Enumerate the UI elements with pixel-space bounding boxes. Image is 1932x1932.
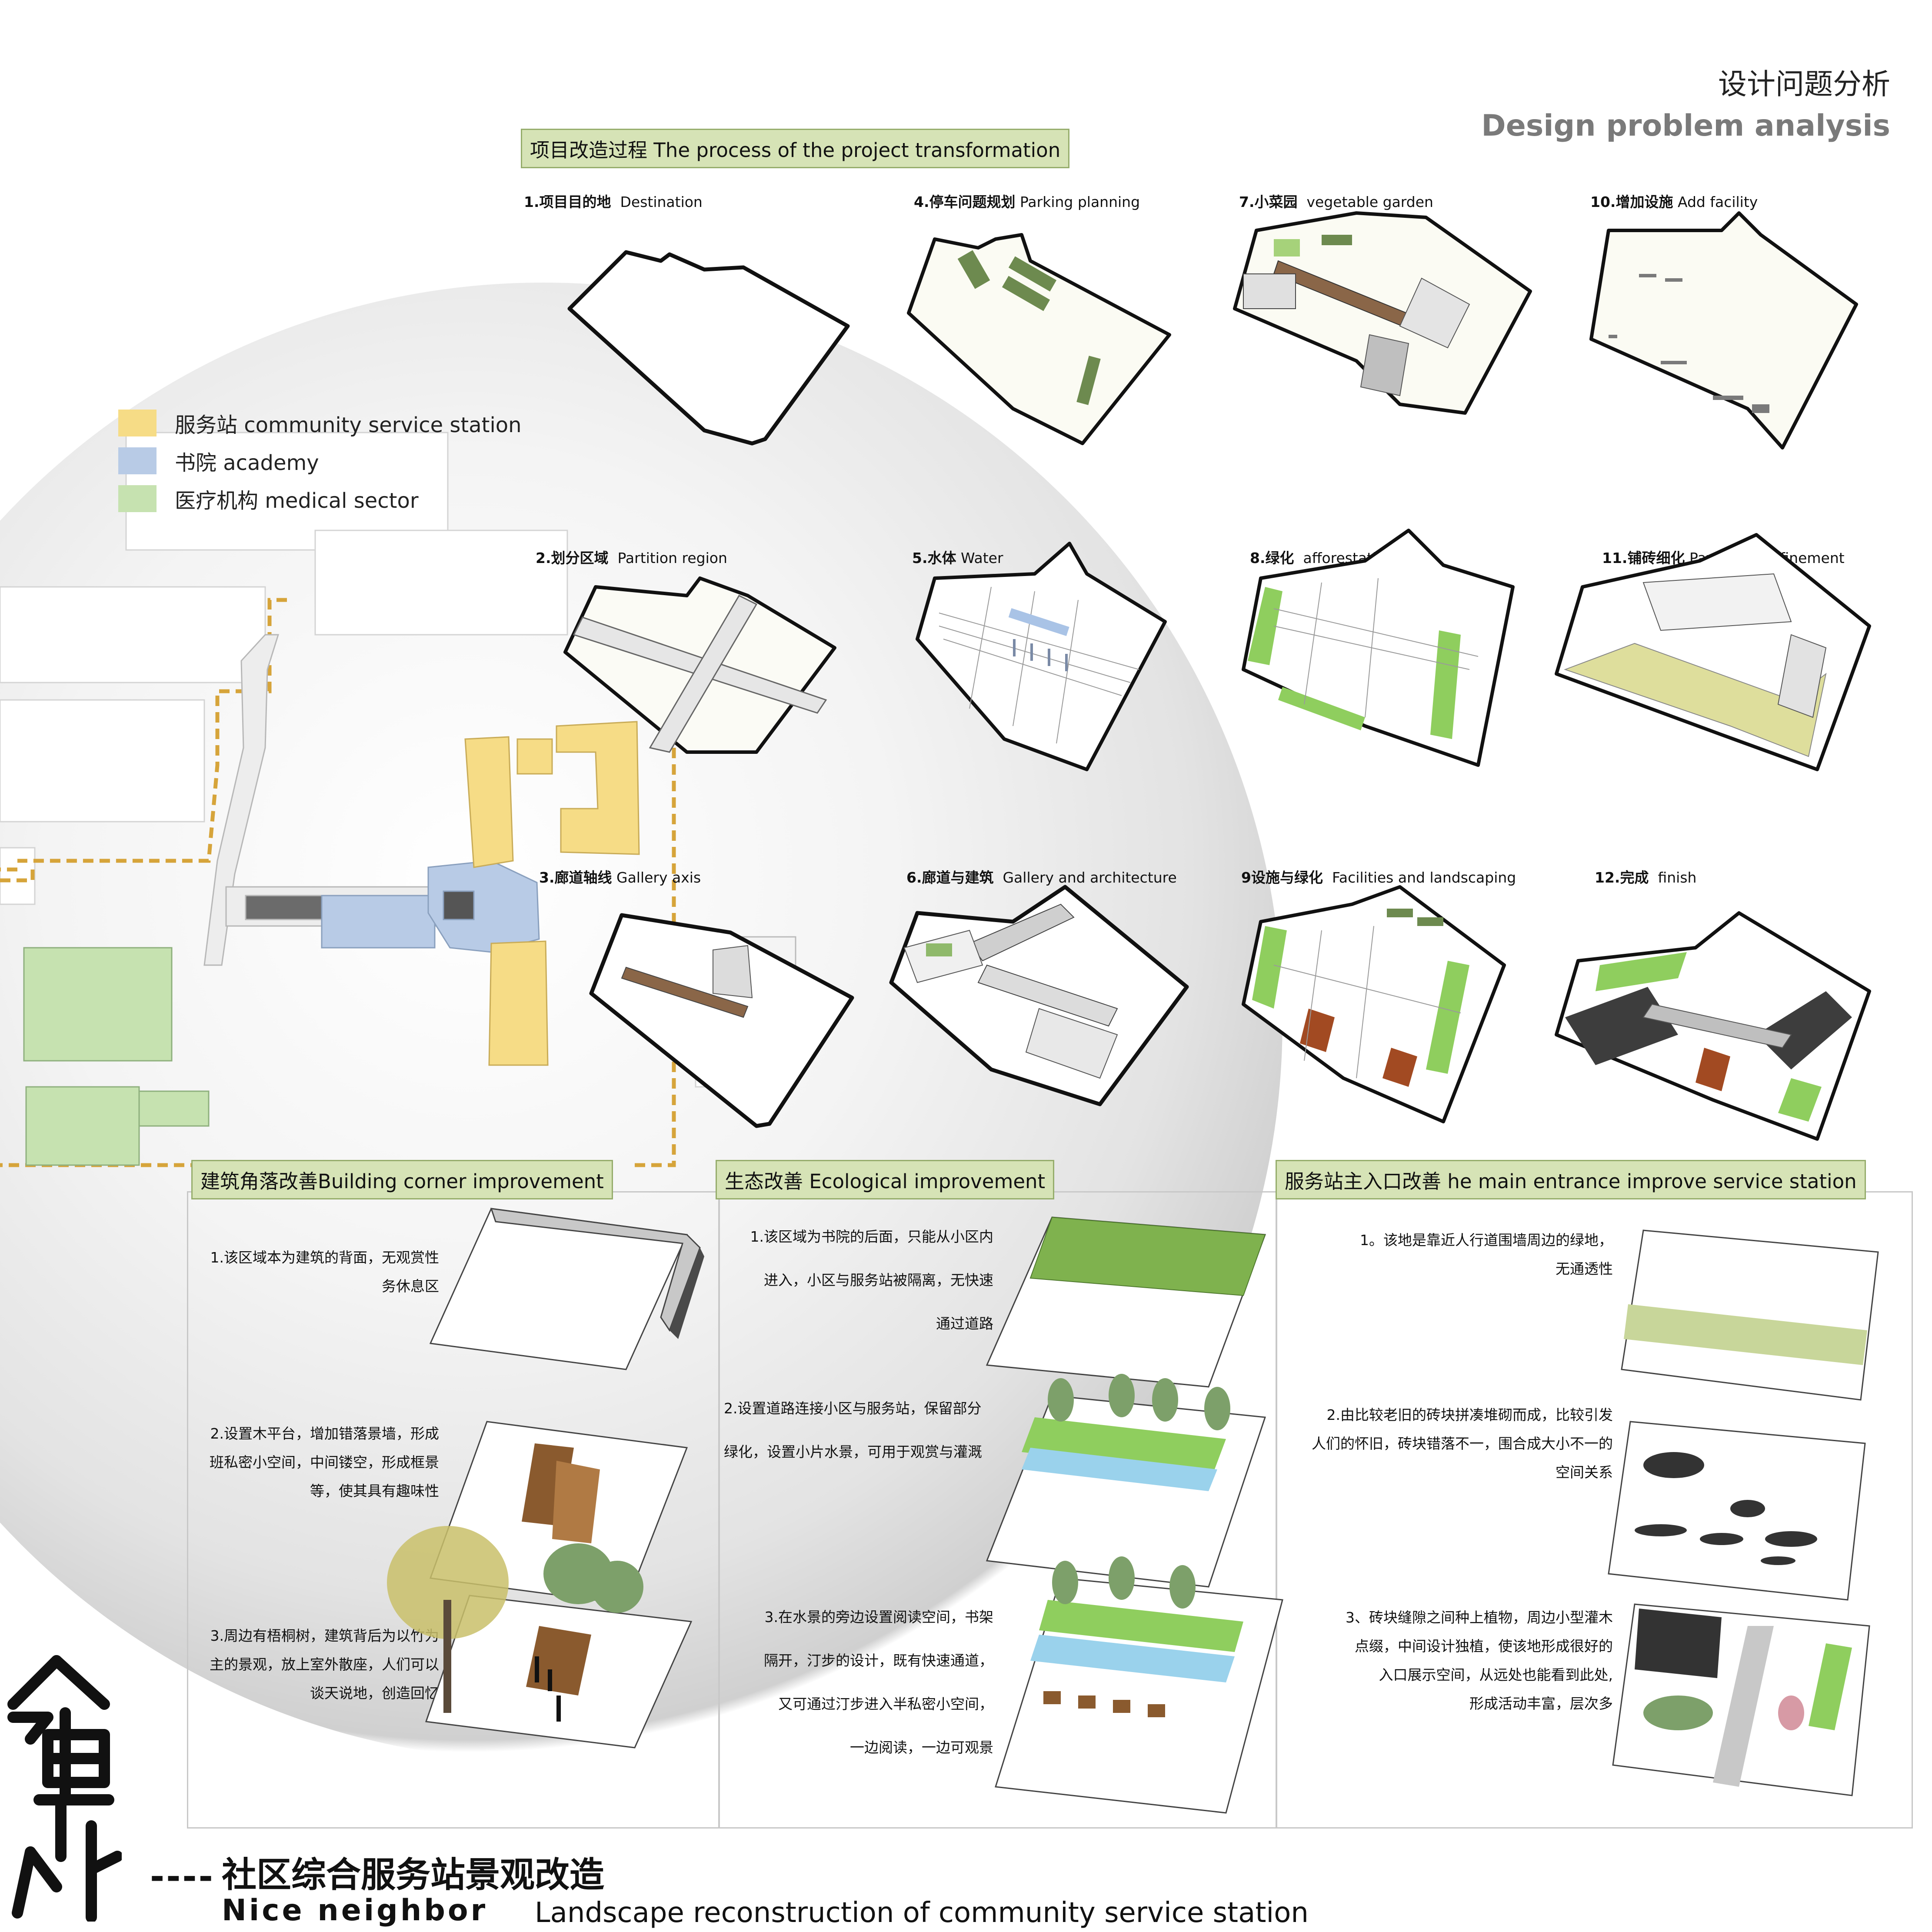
context-buildings xyxy=(0,432,717,1088)
step-title-9: 9设施与绿化 Facilities and landscaping xyxy=(1241,869,1516,886)
step-diagram-partition xyxy=(563,576,836,754)
eco-diagram-2 xyxy=(986,1374,1266,1588)
corner-note-2: 2.设置木平台，增加错落景墙，形成 班私密小空间，中间镂空，形成框景 等，使其具… xyxy=(210,1425,439,1499)
step-diagram-pavement-refinement xyxy=(1555,533,1871,771)
corner-diagram-3 xyxy=(387,1526,693,1749)
step-title-1: 1.项目目的地 Destination xyxy=(524,193,703,210)
nice-neighbor-logo xyxy=(7,1655,122,1922)
corner-note-3: 3.周边有梧桐树，建筑背后为以竹为 主的景观，放上室外散座，人们可以 谈天说地，… xyxy=(210,1627,439,1702)
eco-section-label: 生态改善 Ecological improvement xyxy=(716,1160,1055,1199)
eco-note-3: 3.在水景的旁边设置阅读空间，书架 隔开，汀步的设计，既有快速通道， 又可通过汀… xyxy=(764,1609,993,1756)
legend-swatch-green xyxy=(118,485,157,512)
footer-title-cn: 社区综合服务站景观改造 xyxy=(222,1855,604,1895)
process-section-label: 项目改造过程 The process of the project transf… xyxy=(521,129,1070,168)
step-diagram-afforestation xyxy=(1242,529,1515,767)
legend-swatch-yellow xyxy=(118,410,157,436)
step-title-10: 10.增加设施 Add facility xyxy=(1590,193,1758,210)
step-title-7: 7.小菜园 vegetable garden xyxy=(1239,193,1433,210)
step-title-12: 12.完成 finish xyxy=(1595,869,1697,886)
legend-item-academy: 书院 academy xyxy=(118,446,319,476)
entrance-diagram-1 xyxy=(1621,1229,1879,1401)
legend-label: 医疗机构 medical sector xyxy=(175,489,419,513)
corner-section-label: 建筑角落改善Building corner improvement xyxy=(191,1160,613,1199)
step-title-2: 2.划分区域 Partition region xyxy=(536,550,727,566)
entrance-section-label: 服务站主入口改善 he main entrance improve servic… xyxy=(1276,1160,1866,1199)
step-diagram-add-facility xyxy=(1589,211,1858,450)
step-diagram-gallery-axis xyxy=(589,913,854,1128)
step-title-4: 4.停车问题规划 Parking planning xyxy=(914,193,1140,210)
medical-buildings xyxy=(23,947,210,1166)
corner-diagram-1 xyxy=(429,1208,704,1370)
entrance-diagram-2 xyxy=(1608,1421,1866,1601)
entrance-diagram-3 xyxy=(1612,1603,1870,1796)
eco-note-2: 2.设置道路连接小区与服务站，保留部分 绿化，设置小片水景，可用于观赏与灌溉 xyxy=(724,1400,982,1460)
page-title-en: Design problem analysis xyxy=(1481,109,1890,143)
step-diagram-gallery-architecture xyxy=(889,885,1189,1106)
eco-diagram-1 xyxy=(986,1216,1266,1388)
legend-item-service-station: 服务站 community service station xyxy=(118,408,522,438)
eco-diagram-3 xyxy=(995,1556,1283,1814)
step-diagram-water xyxy=(916,542,1167,771)
academy-buildings xyxy=(321,860,540,953)
entrance-note-1: 1。该地是靠近人行道围墙周边的绿地， 无通透性 xyxy=(1360,1232,1613,1277)
site-plan xyxy=(0,432,717,1167)
step-title-5: 5.水体 Water xyxy=(912,550,1003,566)
entrance-note-2: 2.由比较老旧的砖块拼凑堆砌而成，比较引发 人们的怀旧，砖块错落不一，围合成大小… xyxy=(1312,1406,1613,1481)
entrance-note-3: 3、砖块缝隙之间种上植物，周边小型灌木 点缀，中间设计独植，使该地形成很好的 入… xyxy=(1346,1609,1613,1712)
step-diagram-destination xyxy=(567,250,850,446)
legend-swatch-blue xyxy=(118,447,157,474)
legend-label: 服务站 community service station xyxy=(175,413,522,437)
service-station-buildings xyxy=(464,721,640,1066)
step-diagram-vegetable-garden xyxy=(1233,211,1532,415)
legend-item-medical: 医疗机构 medical sector xyxy=(118,483,419,514)
footer-subtitle-en: Landscape reconstruction of community se… xyxy=(535,1897,1309,1929)
eco-note-1: 1.该区域为书院的后面，只能从小区内 进入，小区与服务站被隔离，无快速 通过道路 xyxy=(750,1228,994,1332)
step-title-6: 6.廊道与建筑 Gallery and architecture xyxy=(906,869,1177,886)
page-title-cn: 设计问题分析 xyxy=(1718,67,1890,101)
corner-note-1: 1.该区域本为建筑的背面，无观赏性 务休息区 xyxy=(210,1249,440,1295)
step-diagram-parking xyxy=(907,233,1171,445)
legend-label: 书院 academy xyxy=(175,451,319,475)
step-diagram-facilities-landscaping xyxy=(1242,885,1506,1123)
footer-dash: ---- xyxy=(150,1856,215,1897)
footer-brand-en: Nice neighbor xyxy=(222,1893,488,1928)
step-title-3: 3.廊道轴线 Gallery axis xyxy=(539,869,701,886)
step-diagram-finish xyxy=(1555,911,1871,1141)
